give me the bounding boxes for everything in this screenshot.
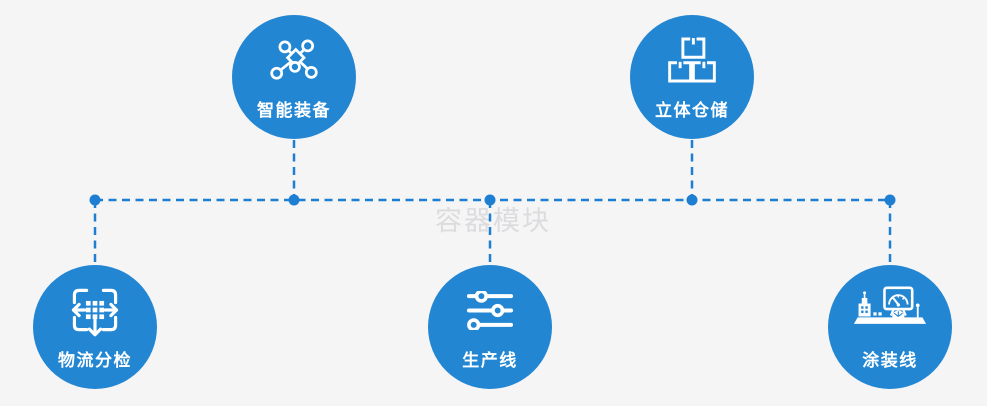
node-production-line: 生产线 — [428, 265, 552, 389]
node-coating-line: 涂装线 — [828, 265, 952, 389]
node-smart-equipment: 智能装备 — [232, 15, 356, 139]
node-label-smart-equipment: 智能装备 — [257, 101, 331, 120]
machine-panel-icon — [828, 280, 952, 340]
node-label-coating-line: 涂装线 — [862, 351, 918, 370]
stacked-boxes-icon — [630, 30, 754, 90]
node-stereo-warehouse: 立体仓储 — [630, 15, 754, 139]
node-label-stereo-warehouse: 立体仓储 — [655, 101, 729, 120]
network-icon — [232, 30, 356, 90]
node-logistics-sorting: 物流分检 — [33, 265, 157, 389]
distribute-arrows-icon — [33, 280, 157, 340]
node-label-logistics-sorting: 物流分检 — [58, 351, 132, 370]
junction-dots — [89, 194, 896, 206]
watermark: 容器模块 — [435, 206, 551, 236]
node-label-production-line: 生产线 — [462, 351, 518, 370]
sliders-icon — [428, 280, 552, 340]
